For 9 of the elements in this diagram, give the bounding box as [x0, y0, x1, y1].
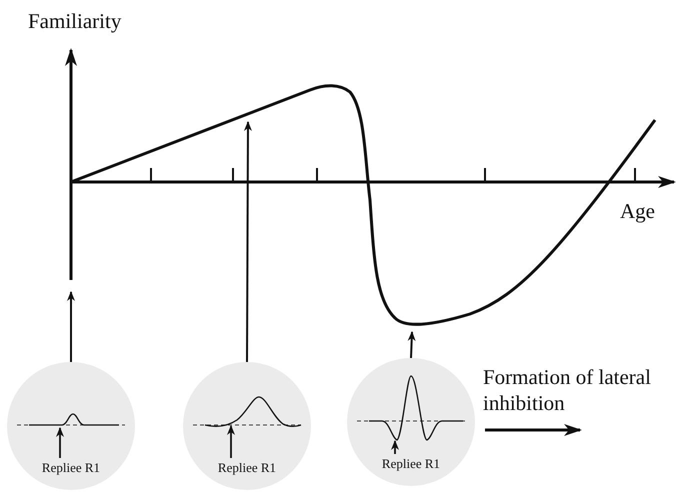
axis-label: Familiarity [28, 8, 122, 34]
arrow [408, 331, 416, 358]
inset-label: Repliee R1 [40, 460, 102, 476]
inset-label: Repliee R1 [380, 456, 442, 472]
arrow [67, 291, 75, 362]
annotation-text: Formation of lateral inhibition [483, 364, 652, 416]
inset-label: Repliee R1 [216, 460, 278, 476]
arrow [244, 121, 252, 362]
axis-label: Age [620, 198, 655, 224]
